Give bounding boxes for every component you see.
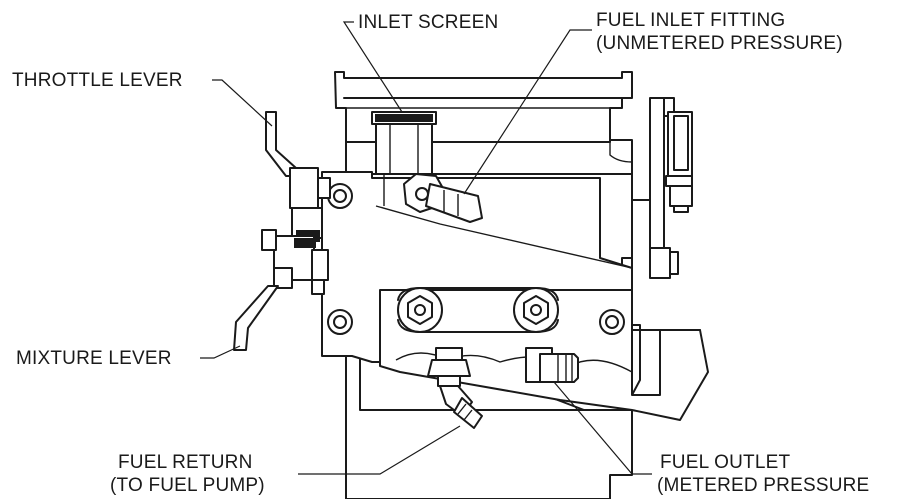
label-fuel-inlet-fitting-2: (UNMETERED PRESSURE)	[596, 33, 843, 54]
fuel-outlet-fitting	[525, 347, 579, 383]
label-throttle-lever: THROTTLE LEVER	[12, 70, 183, 91]
throttle-lever	[265, 111, 331, 242]
mixture-lever	[233, 229, 329, 351]
label-mixture-lever: MIXTURE LEVER	[16, 348, 172, 369]
label-fuel-outlet-1: FUEL OUTLET	[660, 452, 791, 473]
cover-bolts	[327, 183, 625, 335]
inlet-screen-plug	[371, 111, 437, 177]
leader-fuel-return	[298, 425, 461, 475]
label-inlet-screen: INLET SCREEN	[358, 12, 499, 33]
leader-lines	[200, 21, 652, 475]
label-fuel-return-1: FUEL RETURN	[118, 452, 253, 473]
label-fuel-inlet-fitting-1: FUEL INLET FITTING	[596, 10, 786, 31]
label-fuel-return-2: (TO FUEL PUMP)	[110, 475, 265, 496]
leader-fuel-outlet	[553, 381, 652, 475]
regulator-nuts	[397, 287, 559, 333]
fuel-inlet-fitting	[403, 173, 483, 223]
leader-throttle-lever	[212, 79, 273, 127]
label-fuel-outlet-2: (METERED PRESSURE	[657, 475, 870, 496]
leader-mixture-lever	[200, 345, 241, 359]
leader-fuel-inlet	[463, 29, 592, 195]
fuel-return-fitting	[427, 347, 483, 429]
leader-inlet-screen	[342, 21, 403, 113]
